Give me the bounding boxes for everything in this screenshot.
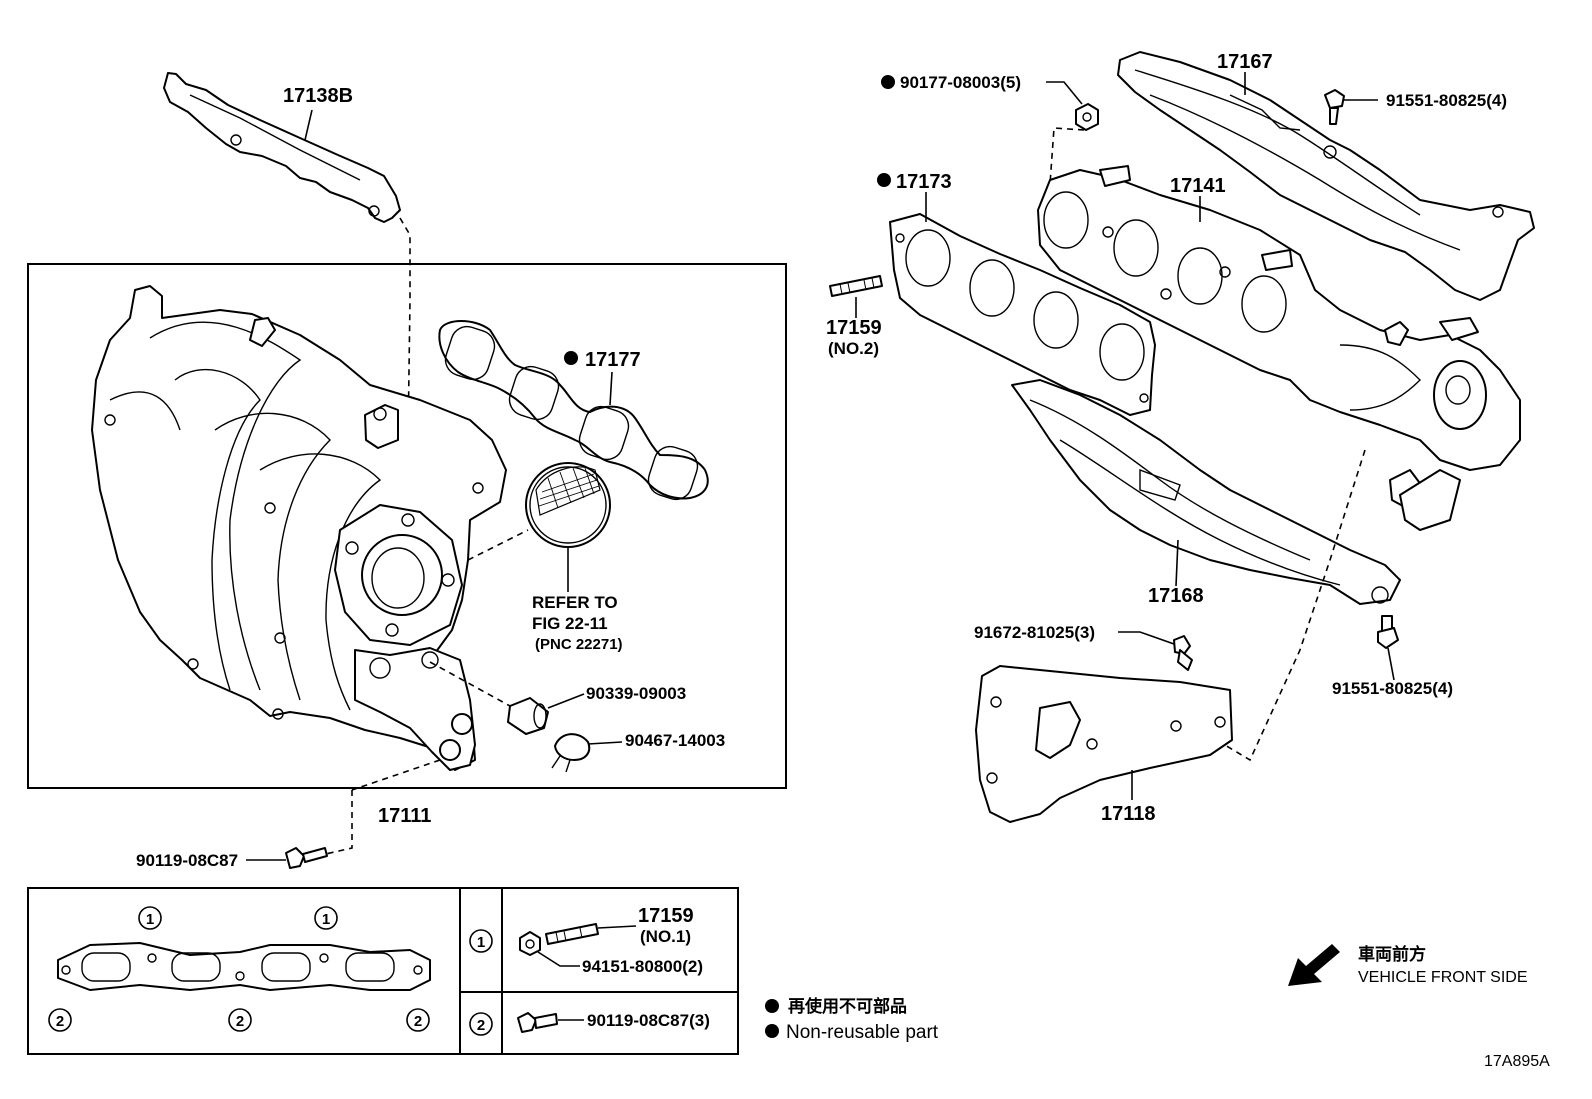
insulator-17138b: [163, 72, 401, 223]
note-front-en: VEHICLE FRONT SIDE: [1358, 969, 1528, 986]
insulator-17167: [1117, 51, 1535, 301]
label-91551-bottom: 91551-80825(4): [1332, 679, 1453, 698]
bolt-90119: [285, 847, 328, 869]
clip-90467: [551, 733, 591, 773]
intake-manifold-frame: [27, 263, 787, 789]
label-17111: 17111: [378, 805, 431, 827]
svg-text:2: 2: [56, 1013, 64, 1030]
label-90119: 90119-08C87: [136, 851, 238, 870]
legend-label-17159-no1-sub: (NO.1): [640, 927, 691, 946]
nonreuse-bullet-90177: [881, 75, 895, 89]
svg-text:1: 1: [477, 934, 485, 951]
label-17138b: 17138B: [283, 85, 353, 107]
label-refer-1: REFER TO: [532, 593, 618, 612]
legend-gasket: [57, 942, 431, 991]
marker-2-left: 2: [48, 1008, 72, 1032]
front-direction-arrow-icon: [1288, 944, 1340, 986]
bolt-91551-bottom: [1377, 615, 1399, 649]
legend-label-90119: 90119-08C87(3): [587, 1011, 710, 1030]
label-90177: 90177-08003(5): [900, 73, 1021, 92]
svg-text:1: 1: [146, 911, 154, 928]
marker-1-table: 1: [469, 929, 493, 953]
note-front-jp: 車両前方: [1358, 944, 1426, 964]
note-bullet-jp: [765, 999, 779, 1013]
legend-nut-94151: [519, 931, 541, 956]
figure-code: 17A895A: [1484, 1053, 1550, 1070]
exhaust-manifold-17141: [1037, 165, 1521, 531]
legend-bolt-90119: [517, 1012, 558, 1033]
label-90339: 90339-09003: [586, 684, 686, 703]
intake-manifold-17111: [91, 285, 507, 771]
label-91672: 91672-81025(3): [974, 623, 1095, 642]
bracket-17118: [975, 665, 1233, 823]
label-17177: 17177: [585, 349, 641, 371]
nonreuse-bullet-17177: [564, 351, 578, 365]
label-refer-3: (PNC 22271): [535, 636, 623, 653]
note-nonreuse-en: Non-reusable part: [786, 1022, 939, 1043]
marker-2-table: 2: [469, 1012, 493, 1036]
label-17167: 17167: [1217, 51, 1273, 73]
plug-90339: [507, 697, 549, 735]
nut-90177: [1075, 103, 1099, 131]
label-17118: 17118: [1101, 803, 1156, 825]
marker-2-right: 2: [406, 1008, 430, 1032]
svg-text:2: 2: [477, 1017, 485, 1034]
svg-text:2: 2: [414, 1013, 422, 1030]
label-17168: 17168: [1148, 585, 1204, 607]
marker-2-mid: 2: [228, 1008, 252, 1032]
bolt-91551-top: [1324, 89, 1345, 125]
legend-stud-17159-no1: [545, 923, 599, 945]
stud-17159-no2: [829, 275, 883, 297]
label-90467: 90467-14003: [625, 731, 725, 750]
label-91551-top: 91551-80825(4): [1386, 91, 1507, 110]
svg-text:1: 1: [322, 911, 330, 928]
label-17159-no2: 17159: [826, 317, 882, 339]
insulator-17168: [1011, 379, 1401, 605]
throttle-gasket: [525, 462, 611, 548]
label-refer-2: FIG 22-11: [532, 614, 608, 633]
legend-label-17159-no1: 17159: [638, 905, 694, 927]
svg-text:2: 2: [236, 1013, 244, 1030]
note-nonreuse-jp: 再使用不可部品: [788, 996, 907, 1016]
gasket-17177: [438, 320, 709, 501]
nonreuse-bullet-17173: [877, 173, 891, 187]
label-17173: 17173: [896, 171, 952, 193]
marker-1-right: 1: [314, 906, 338, 930]
bolt-91672: [1173, 635, 1193, 671]
label-17141: 17141: [1170, 175, 1226, 197]
legend-table: [27, 887, 739, 1055]
legend-label-94151: 94151-80800(2): [582, 957, 703, 976]
note-bullet-en: [765, 1024, 779, 1038]
gasket-17173: [889, 213, 1156, 416]
marker-1-left: 1: [138, 906, 162, 930]
label-17159-no2-sub: (NO.2): [828, 339, 879, 358]
